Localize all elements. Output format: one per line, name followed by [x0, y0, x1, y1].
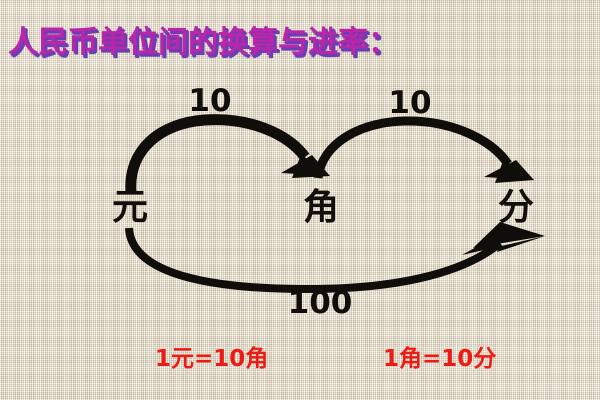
rate-label-jiao-to-fen: 10 [388, 85, 432, 121]
rate-label-yuan-to-fen: 100 [287, 285, 353, 321]
equation-jiao-fen: 1角=10分 [383, 346, 497, 372]
page-title: 人民币单位间的换算与进率： [8, 25, 398, 60]
equation-yuan-jiao: 1元=10角 [155, 346, 269, 372]
unit-fen: 分 [497, 187, 534, 228]
arrow-yuan-to-jiao [125, 114, 330, 193]
rate-label-yuan-to-jiao: 10 [188, 83, 232, 119]
unit-jiao: 角 [302, 187, 339, 228]
arrow-yuan-to-fen [125, 222, 545, 294]
arrow-jiao-to-fen [313, 116, 534, 183]
unit-yuan: 元 [111, 187, 148, 228]
